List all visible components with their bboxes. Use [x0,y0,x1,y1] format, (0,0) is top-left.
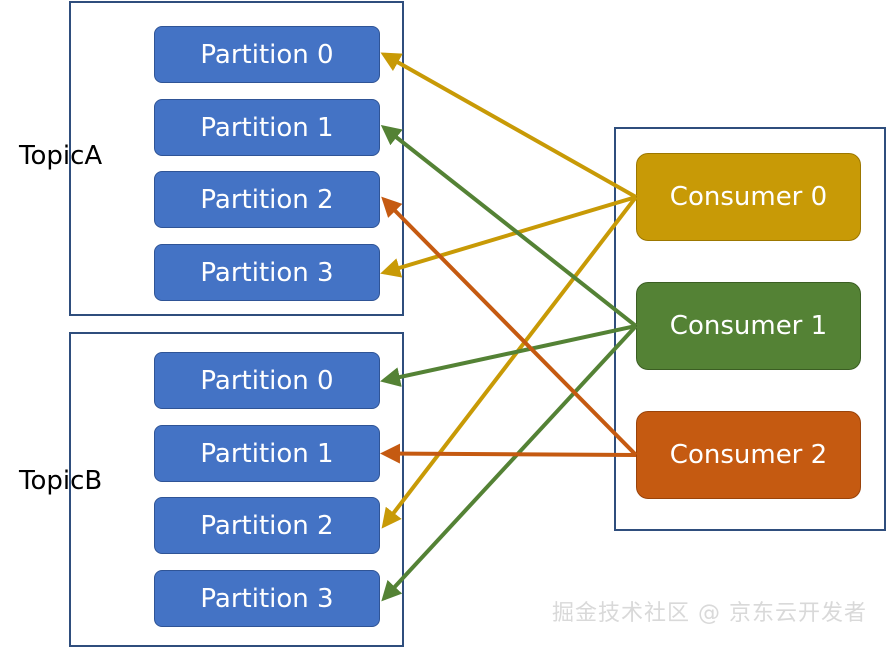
topic-b-partition-3: Partition 3 [154,570,380,627]
watermark: 掘金技术社区 @ 京东云开发者 [552,601,867,626]
consumer-2: Consumer 2 [636,411,861,499]
arrow-consumer-1-topic-1-partition-0 [380,324,637,387]
arrow-consumer-2-topic-0-partition-2 [381,196,638,457]
arrow-consumer-0-topic-0-partition-3 [380,195,637,278]
topic-a-partition-3: Partition 3 [154,244,380,301]
arrow-consumer-0-topic-1-partition-2 [381,195,638,529]
topic-b-partition-1: Partition 1 [154,425,380,482]
topic-a-partition-2: Partition 2 [154,171,380,228]
topic-a-label: TopicA [19,141,103,171]
arrow-consumer-1-topic-1-partition-3 [381,324,638,602]
topic-a-partition-0: Partition 0 [154,26,380,83]
consumer-0: Consumer 0 [636,153,861,241]
topic-b-label: TopicB [19,466,103,496]
topic-a-partition-1: Partition 1 [154,99,380,156]
consumer-1: Consumer 1 [636,282,861,370]
topic-b-partition-2: Partition 2 [154,497,380,554]
arrow-consumer-2-topic-1-partition-1 [380,443,637,464]
arrow-consumer-0-topic-0-partition-0 [380,52,637,199]
topic-b-partition-0: Partition 0 [154,352,380,409]
arrow-consumer-1-topic-0-partition-1 [380,125,638,328]
